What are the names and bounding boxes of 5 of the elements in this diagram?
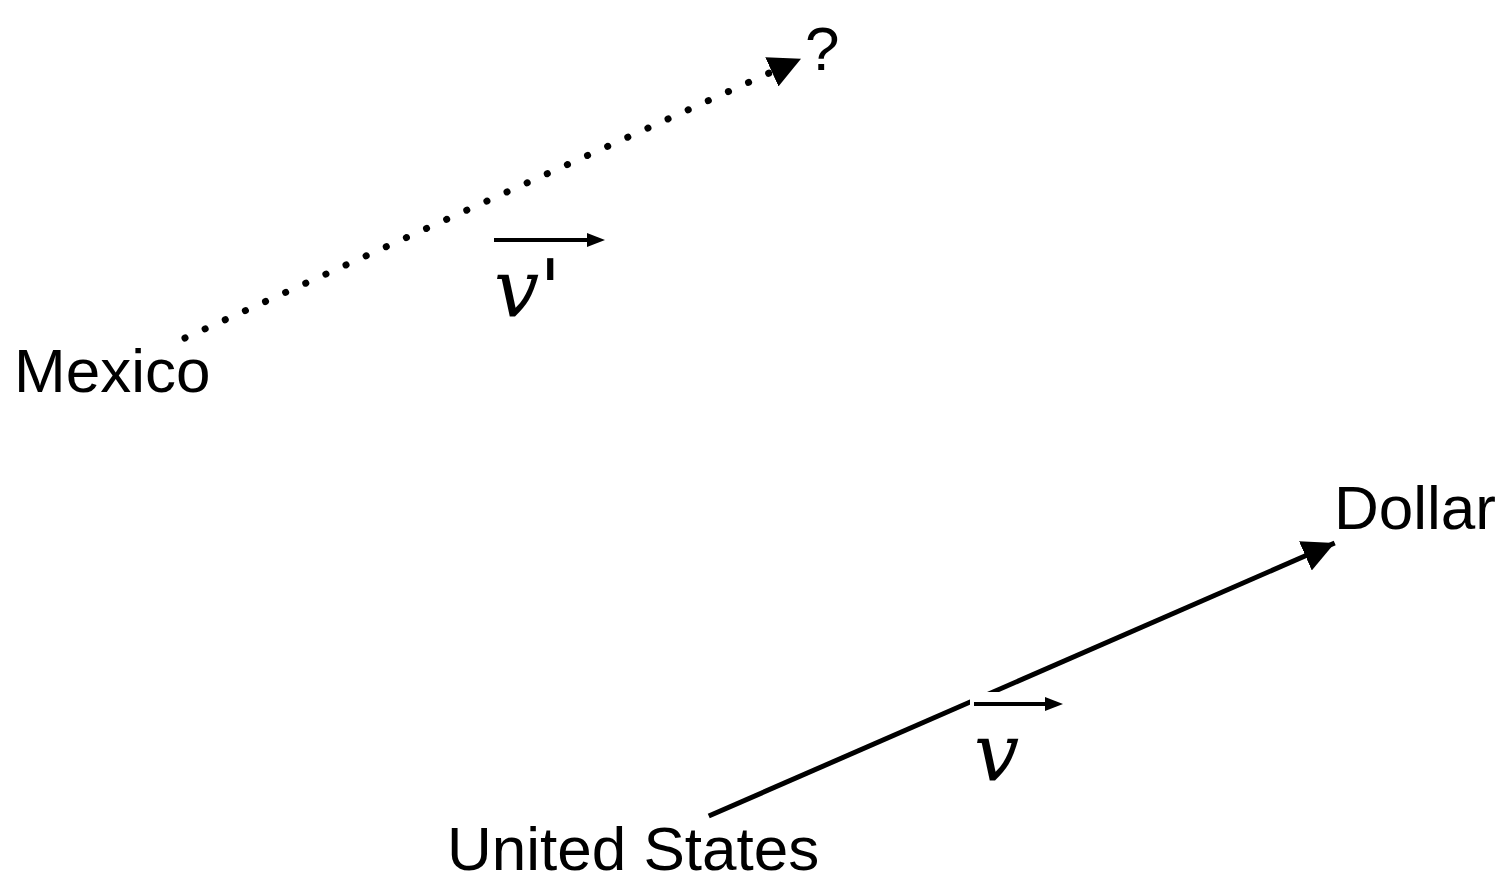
arrow: [707, 540, 1336, 819]
node-label: Dollar: [1334, 477, 1496, 539]
node-label: Mexico: [14, 340, 211, 402]
node-label: United States: [447, 818, 820, 876]
node-label: ?: [805, 18, 840, 80]
